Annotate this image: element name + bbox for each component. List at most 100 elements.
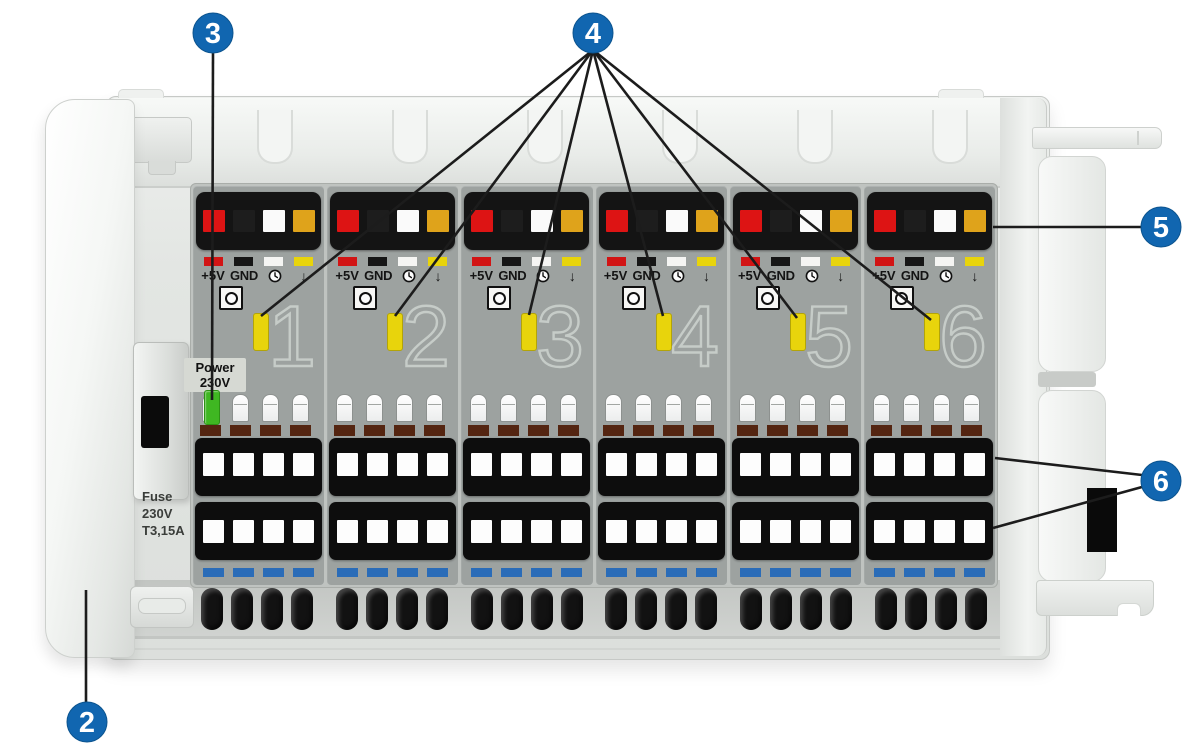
wire-color-strips [596, 257, 727, 266]
connector-bases [864, 425, 995, 436]
connector-base [364, 425, 386, 436]
connector-base [602, 425, 624, 436]
zone-module: +5V GND ↓ 6 [863, 186, 996, 585]
terminal-block-lower [463, 502, 591, 560]
connector-base [692, 425, 714, 436]
pin-labels: +5V GND ↓ [327, 268, 458, 286]
blue-marker [635, 568, 657, 577]
blue-markers [193, 568, 324, 577]
svg-text:3: 3 [205, 18, 221, 50]
terminal-opening [427, 520, 449, 543]
connector-bases [327, 425, 458, 436]
connector-base [468, 425, 490, 436]
din-rail-slider [1032, 127, 1162, 149]
terminal-opening [203, 520, 224, 543]
white-strip [934, 257, 954, 266]
terminal-opening [635, 520, 657, 543]
terminal-opening [829, 520, 851, 543]
wire-color-strips [461, 257, 592, 266]
connector-base [200, 425, 221, 436]
vent-group [597, 588, 729, 630]
black-strip [502, 257, 522, 266]
actuator-indicator [262, 394, 279, 422]
actuator-indicator [902, 394, 920, 422]
black-terminal [367, 210, 390, 232]
cover-tab [392, 110, 428, 164]
red-terminal [873, 210, 896, 232]
blue-marker [531, 568, 553, 577]
actuator-indicators [461, 394, 592, 422]
actuator-indicator [634, 394, 652, 422]
svg-text:3: 3 [536, 289, 584, 385]
terminal-opening [665, 520, 687, 543]
zone-button-ring [627, 291, 641, 305]
callout-3-badge: 3 [192, 12, 234, 54]
fuse-label-line2: 230V [142, 506, 173, 521]
pin-labels: +5V GND ↓ [461, 268, 592, 286]
terminal-opening [367, 520, 389, 543]
terminal-block-upper [865, 438, 993, 496]
actuator-indicator [292, 394, 309, 422]
black-terminal [501, 210, 524, 232]
pin-labels: +5V GND ↓ [193, 268, 324, 286]
vent-slot [875, 588, 898, 630]
zone-module: +5V GND ↓ 2 [327, 186, 459, 585]
black-terminal [233, 210, 255, 232]
cover-top-tab [118, 89, 164, 100]
red-strip [874, 257, 894, 266]
terminal-opening [471, 453, 493, 476]
side-module-groove [1038, 372, 1096, 387]
actuator-indicator [500, 394, 518, 422]
zone-number-ghost: 3 [535, 288, 585, 386]
connector-base [558, 425, 580, 436]
power-label-line2: 230V [199, 375, 231, 390]
terminal-opening [665, 453, 687, 476]
connector-base [528, 425, 550, 436]
zone-button-ring [358, 291, 372, 305]
down-arrow-icon: ↓ [434, 268, 442, 284]
white-terminal [531, 210, 554, 232]
connector-bases [596, 425, 727, 436]
actuator-indicator [530, 394, 548, 422]
black-strip [368, 257, 388, 266]
blue-marker [873, 568, 895, 577]
actuator-indicator [366, 394, 384, 422]
amber-terminal [695, 210, 718, 232]
svg-text:1: 1 [268, 289, 316, 385]
vent-slots [193, 588, 999, 630]
terminal-opening [293, 453, 314, 476]
svg-text:5: 5 [805, 289, 853, 385]
zone-module: +5V GND ↓ 3 [461, 186, 593, 585]
left-end-cap [45, 99, 135, 658]
transparent-cover-top [108, 98, 1046, 188]
vent-slot [740, 588, 763, 630]
white-terminal [263, 210, 285, 232]
red-strip [338, 257, 358, 266]
vent-slot [665, 588, 688, 630]
connector-base [900, 425, 922, 436]
bus-connector-block [330, 192, 456, 250]
vent-group [193, 588, 325, 630]
cover-top-tab [938, 89, 984, 100]
gnd-label: GND [766, 268, 795, 283]
actuator-indicator [932, 394, 950, 422]
wire-color-strips [193, 257, 324, 266]
red-strip [606, 257, 626, 266]
cover-tab [257, 110, 293, 164]
terminal-opening [799, 520, 821, 543]
svg-text:5: 5 [1153, 212, 1169, 244]
blue-marker [337, 568, 359, 577]
terminal-block-upper [731, 438, 859, 496]
power-led-green [204, 390, 220, 425]
connector-base [736, 425, 758, 436]
pin-labels: +5V GND ↓ [730, 268, 861, 286]
actuator-indicators [596, 394, 727, 422]
terminal-opening [769, 453, 791, 476]
vent-slot [365, 588, 388, 630]
zone-module: +5V GND ↓ 4 [595, 186, 727, 585]
actuator-indicator [470, 394, 488, 422]
zone-panel: +5V GND ↓ 1 [190, 183, 998, 588]
cover-bottom-edge [115, 648, 1039, 650]
terminal-opening [233, 453, 254, 476]
terminal-opening [739, 520, 761, 543]
